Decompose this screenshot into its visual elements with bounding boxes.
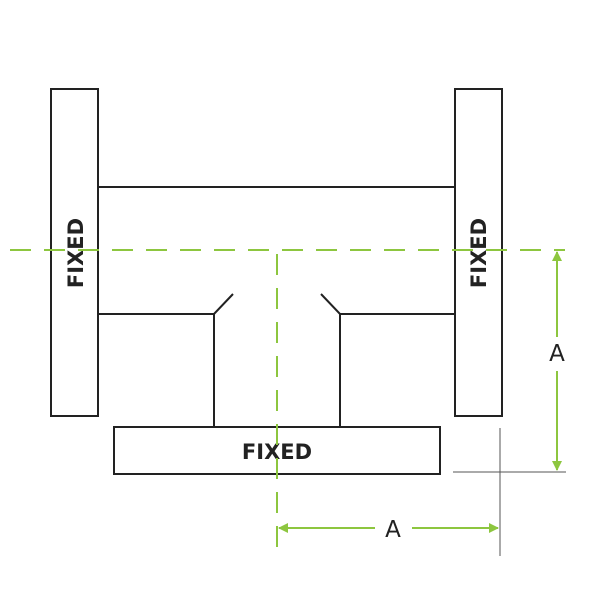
dimension-horizontal: A xyxy=(278,517,499,543)
dimension-horizontal-label: A xyxy=(385,517,401,543)
flange-right-label: FIXED xyxy=(467,218,491,288)
extension-lines xyxy=(453,428,566,556)
flange-right xyxy=(454,88,503,417)
body-left-lower-edge xyxy=(98,293,234,315)
tee-body xyxy=(98,186,455,427)
body-right-lower-edge xyxy=(320,293,455,315)
dimension-vertical: A xyxy=(549,251,565,471)
dimension-vertical-label: A xyxy=(549,341,565,367)
flange-left-label: FIXED xyxy=(64,218,88,288)
flange-left xyxy=(50,88,99,417)
